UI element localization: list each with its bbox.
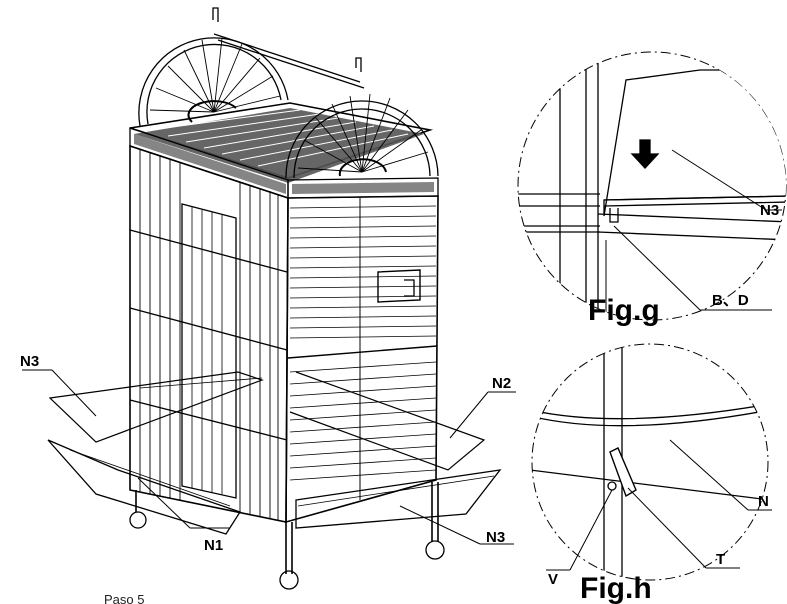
rear-dome [138,37,289,127]
callout-leaders [22,369,516,545]
label-bd: B、D [712,292,749,309]
tray-n2 [289,371,486,471]
bird-cage-drawing [47,7,502,590]
tray-n3-left [48,371,264,443]
tray-n1 [47,439,241,535]
label-n2: N2 [492,375,511,392]
legs-casters [129,482,445,590]
fig-h-title: Fig.h [580,572,652,604]
roof-grille [129,102,434,183]
fig-g-title: Fig.g [588,294,660,327]
step-label: Paso 5 [104,592,144,604]
label-n3-fig-g: N3 [760,202,779,219]
tray-n3-bottom [295,469,502,529]
front-dome [285,93,439,179]
label-n3-left: N3 [20,353,39,370]
top-hooks [212,7,362,72]
front-panel [285,195,439,524]
fig-g-detail: N3 B、D Fig.g [517,51,787,327]
label-n3-bottom: N3 [486,529,505,546]
label-v: V [548,571,558,588]
left-side-panel [129,144,289,523]
label-t: T [716,551,725,568]
label-n: N [758,493,769,510]
label-n1: N1 [204,537,223,554]
fig-h-detail: N T V Fig.h [531,343,772,604]
